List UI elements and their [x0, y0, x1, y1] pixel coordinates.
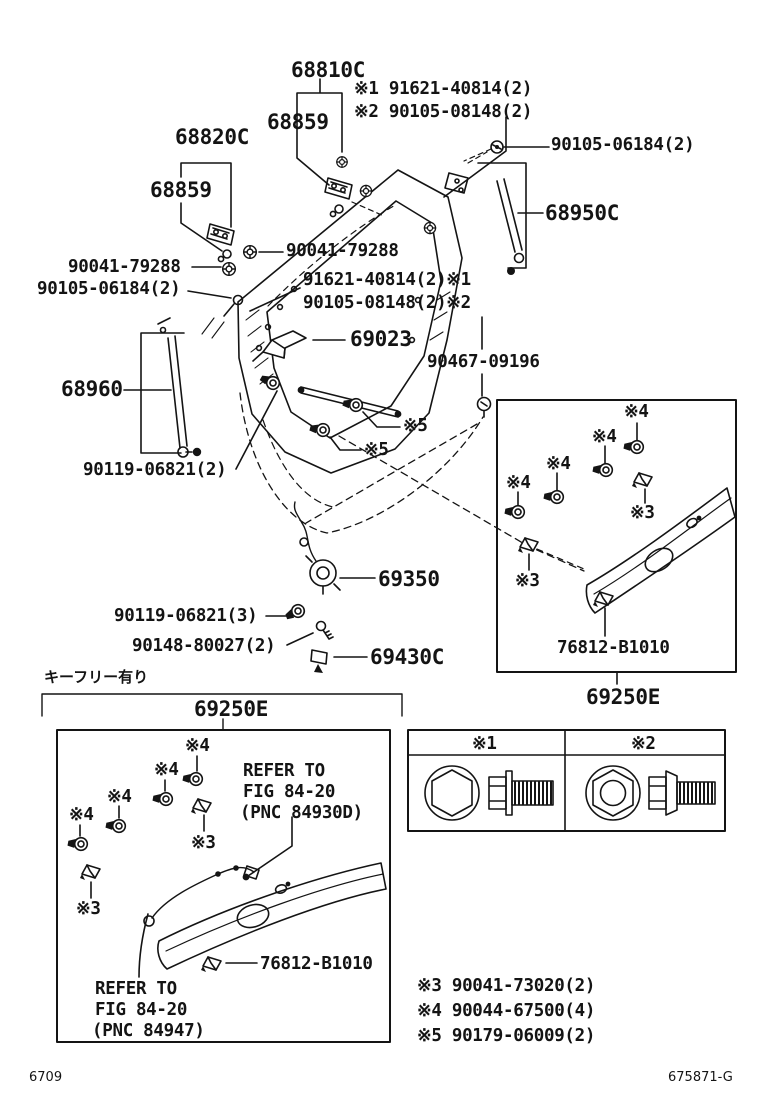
refer2-line2: FIG 84-20: [95, 1000, 188, 1020]
note-ref1-mid: 91621-40814(2)※1: [303, 270, 471, 290]
label-68950C: 68950C: [545, 201, 620, 225]
refer2-line1: REFER TO: [95, 979, 177, 999]
ref4-r2: ※4: [592, 427, 617, 447]
inset-box-right: [496, 399, 737, 685]
label-90119-06821-2: 90119-06821(2): [83, 460, 227, 480]
label-69023: 69023: [350, 327, 412, 351]
page-number: 6709: [29, 1070, 63, 1085]
label-69250E-right: 69250E: [586, 685, 661, 709]
keyfree-bracket: [41, 693, 403, 730]
ref4-r1: ※4: [624, 402, 649, 422]
refer2-line3: (PNC 84947): [92, 1021, 205, 1041]
label-90119-06821-3: 90119-06821(3): [114, 606, 258, 626]
label-90041-79288-mid: 90041-79288: [286, 241, 399, 261]
refer1-line1: REFER TO: [243, 761, 325, 781]
gas-strut-68960: [123, 317, 202, 458]
refer1-line2: FIG 84-20: [243, 782, 336, 802]
label-76812-B1010-right: 76812-B1010: [557, 638, 670, 658]
bolt-90041-79288-left-icon: [221, 261, 237, 277]
bolt-legend-table: [407, 729, 726, 832]
note-ref2-mid: 90105-08148(2)※2: [303, 293, 471, 313]
note-ref5: ※5 90179-06009(2): [417, 1026, 596, 1046]
ref3-r2: ※3: [515, 571, 540, 591]
label-68960: 68960: [61, 377, 123, 401]
ref5-upper: ※5: [403, 416, 428, 436]
screw-90119-06821-2-icon: [257, 370, 283, 393]
clip-69023-icon: [252, 330, 307, 362]
bolt-ref1-side-icon: [488, 770, 554, 816]
label-69430C: 69430C: [370, 645, 445, 669]
note-ref4: ※4 90044-67500(4): [417, 1001, 596, 1021]
inset-box-left: [56, 729, 391, 1043]
screw-ref5-lower-icon: [308, 419, 332, 439]
note-ref2-top: ※2 90105-08148(2): [354, 102, 533, 122]
label-68859-left: 68859: [150, 178, 212, 202]
ref4-l3: ※4: [107, 787, 132, 807]
pad-68859-top: [329, 204, 344, 218]
bolt-ref2-front-icon: [585, 765, 641, 821]
bolt-91621-icons: [336, 156, 437, 235]
label-68810C: 68810C: [291, 58, 366, 82]
label-69250E-left: 69250E: [194, 697, 269, 721]
back-door-frame: [237, 169, 484, 534]
legend-header-2: ※2: [631, 734, 656, 754]
leader-lines: [180, 78, 507, 658]
refer1-line3: (PNC 84930D): [240, 803, 363, 823]
ref3-l2: ※3: [76, 899, 101, 919]
hinge-68810C: [324, 177, 353, 200]
ref3-r1: ※3: [630, 503, 655, 523]
note-ref1-top: ※1 91621-40814(2): [354, 79, 533, 99]
label-90105-06184-right: 90105-06184(2): [551, 135, 695, 155]
screw-90119-06821-3-icon: [282, 602, 307, 623]
ref3-l1: ※3: [191, 833, 216, 853]
note-keyfree: キーフリー有り: [44, 668, 149, 686]
hinge-68820C: [206, 223, 235, 246]
gas-strut-68950C: [444, 151, 544, 275]
grommet-90105-06184-right-icon: [463, 140, 550, 162]
bolt-ref1-front-icon: [424, 765, 480, 821]
ref5-lower: ※5: [364, 440, 389, 460]
label-68859-top: 68859: [267, 110, 329, 134]
grommet-90467-09196-icon: [476, 396, 492, 418]
ref4-l4: ※4: [69, 805, 94, 825]
stud-90105-06184-left-icon: [201, 294, 244, 339]
figure-number: 675871-G: [668, 1070, 733, 1085]
ref4-r3: ※4: [546, 454, 571, 474]
ref4-l1: ※4: [185, 736, 210, 756]
legend-header-1: ※1: [472, 734, 497, 754]
striker-69430C-icon: [310, 649, 328, 673]
lock-assembly-69350: [293, 501, 341, 595]
label-69350: 69350: [378, 567, 440, 591]
pad-68859-left: [217, 249, 232, 263]
ref4-l2: ※4: [154, 760, 179, 780]
ref4-r4: ※4: [506, 473, 531, 493]
label-90041-79288-left: 90041-79288: [68, 257, 181, 277]
label-68820C: 68820C: [175, 125, 250, 149]
label-90148-80027: 90148-80027(2): [132, 636, 276, 656]
bolt-90041-79288-mid-icon: [242, 244, 258, 260]
bolt-ref2-side-icon: [648, 770, 716, 816]
label-90105-06184-left: 90105-06184(2): [37, 279, 181, 299]
label-90467-09196: 90467-09196: [427, 352, 540, 372]
note-ref3: ※3 90041-73020(2): [417, 976, 596, 996]
screw-90148-80027-icon: [315, 620, 334, 640]
label-76812-B1010-left: 76812-B1010: [260, 954, 373, 974]
